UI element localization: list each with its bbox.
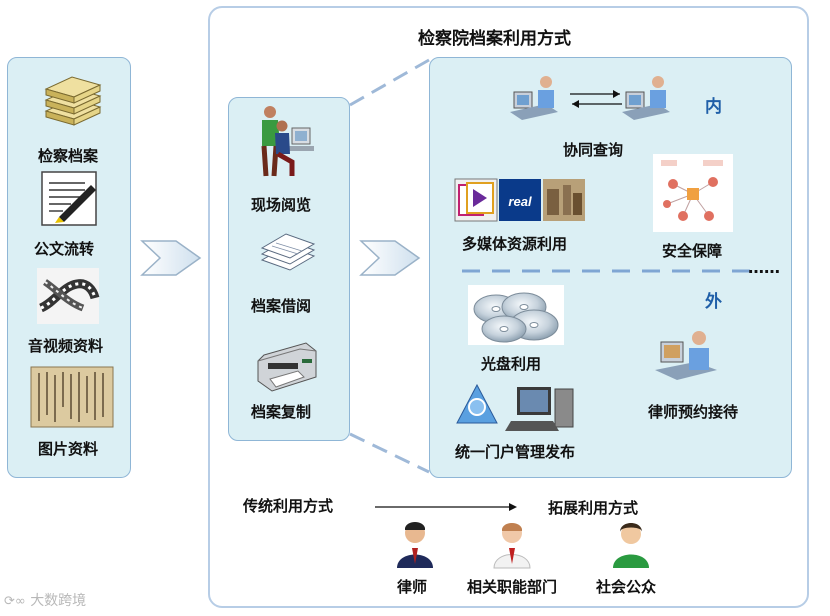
internal-tag: 内 (705, 97, 722, 117)
watermark: ⟳∞ 大数跨境 (4, 590, 86, 610)
lawyer-avatar-icon (397, 522, 433, 568)
external-label: 律师预约接待 (648, 403, 739, 421)
traditional-label: 档案借阅 (251, 297, 312, 315)
collaborative-query-icon (622, 76, 670, 120)
flow-arrow-icon (140, 240, 202, 276)
user-label: 律师 (397, 578, 428, 596)
reading-people-icon (261, 106, 314, 177)
ellipsis: …… (748, 258, 780, 277)
public-avatar-icon (613, 523, 649, 568)
user-label: 相关职能部门 (467, 578, 558, 596)
official-avatar-icon (493, 523, 531, 569)
security-network-icon (653, 154, 733, 232)
svg-text:real: real (508, 194, 532, 209)
source-label: 图片资料 (38, 440, 99, 458)
document-pen-icon (41, 171, 97, 226)
traditional-label: 档案复制 (251, 403, 312, 421)
film-strip-icon (37, 268, 100, 324)
legend-to-label: 拓展利用方式 (548, 499, 639, 517)
legend-arrow-icon (375, 503, 517, 511)
user-label: 社会公众 (596, 578, 657, 596)
flow-arrow-icon (359, 240, 421, 276)
collaborative-query-icon (510, 76, 558, 120)
books-icon (44, 76, 102, 126)
external-label: 光盘利用 (481, 355, 542, 373)
source-label: 音视频资料 (28, 337, 104, 355)
calligraphy-scroll-icon (30, 366, 114, 428)
cd-discs-icon (468, 285, 564, 345)
internal-label: 协同查询 (563, 141, 624, 159)
external-tag: 外 (705, 292, 722, 312)
diagram-title: 检察院档案利用方式 (418, 29, 571, 49)
paper-stack-icon (260, 233, 316, 271)
multimedia-icons: real (454, 178, 585, 222)
printer-icon (257, 342, 317, 392)
legend-from-label: 传统利用方式 (243, 497, 334, 515)
source-label: 检察档案 (38, 147, 99, 165)
portal-computer-icon (456, 383, 574, 431)
watermark-logo-icon: ⟳∞ (4, 594, 26, 609)
lawyer-desk-icon (655, 331, 717, 380)
traditional-label: 现场阅览 (251, 196, 312, 214)
internal-label: 多媒体资源利用 (462, 235, 568, 253)
source-label: 公文流转 (34, 240, 95, 258)
internal-label: 安全保障 (662, 242, 723, 260)
external-label: 统一门户管理发布 (455, 443, 576, 461)
watermark-text: 大数跨境 (30, 593, 87, 609)
exchange-arrows-icon (570, 90, 622, 108)
